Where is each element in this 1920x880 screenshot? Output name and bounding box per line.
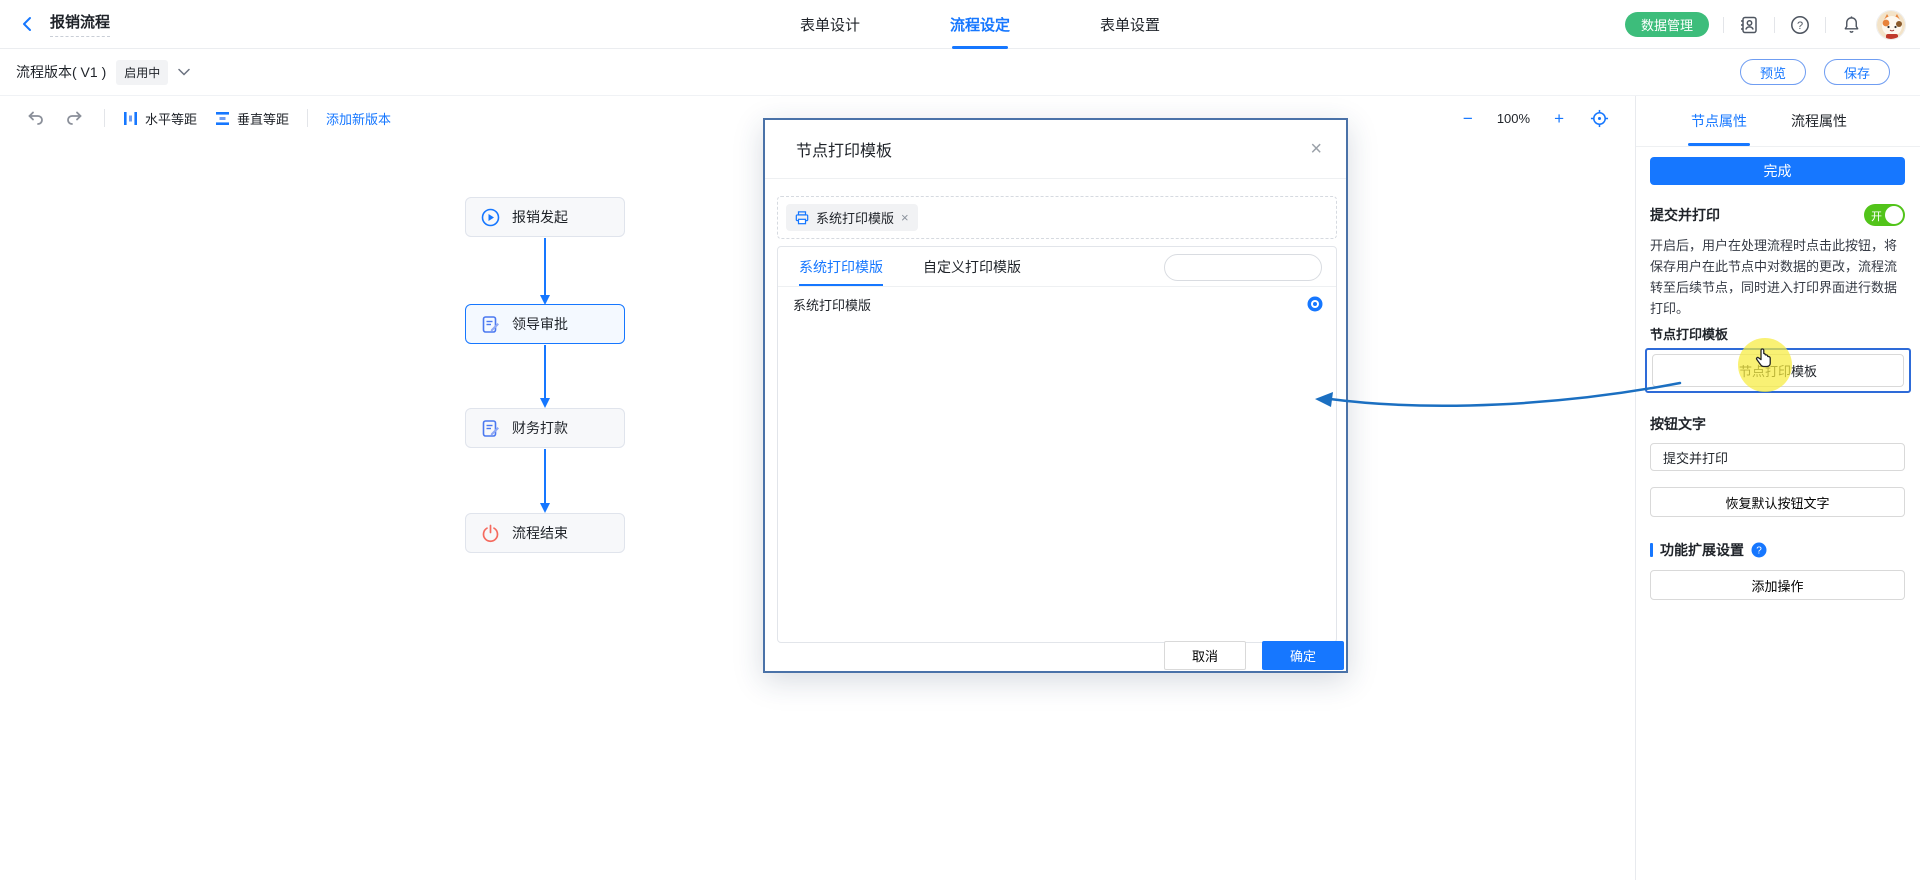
node-template-button[interactable]: 节点打印模板 xyxy=(1652,354,1904,387)
button-text-input[interactable] xyxy=(1650,443,1905,471)
play-icon xyxy=(481,208,500,226)
confirm-button[interactable]: 确定 xyxy=(1262,641,1344,670)
toggle-on-text: 开 xyxy=(1871,211,1882,223)
question-circle-icon[interactable]: ? xyxy=(1751,542,1767,558)
flow-version-label: 流程版本( V1 ) xyxy=(16,64,107,80)
data-manage-button[interactable]: 数据管理 xyxy=(1624,12,1709,37)
submit-print-description: 开启后，用户在处理流程时点击此按钮，将保存用户在此节点中对数据的更改，流程流转至… xyxy=(1650,238,1898,316)
doc-edit-icon xyxy=(482,315,499,333)
button-text-label: 按钮文字 xyxy=(1650,416,1706,432)
flow-node-label: 领导审批 xyxy=(512,316,568,332)
preview-button[interactable]: 预览 xyxy=(1739,59,1806,85)
redo-icon[interactable] xyxy=(64,107,86,129)
flow-node-end[interactable]: 流程结束 xyxy=(465,513,625,553)
template-chip-label: 系统打印模版 xyxy=(816,211,895,226)
template-list-item-label: 系统打印模版 xyxy=(793,297,872,313)
divider xyxy=(1774,16,1775,33)
annotation-arrow xyxy=(1315,381,1682,407)
node-template-section-label: 节点打印模板 xyxy=(1650,327,1729,342)
close-icon[interactable]: × xyxy=(1310,138,1322,160)
dialog-title: 节点打印模板 xyxy=(796,143,893,160)
submit-print-label: 提交并打印 xyxy=(1650,207,1720,223)
zoom-level: 100% xyxy=(1496,110,1531,126)
app-header: 报销流程 表单设计 流程设定 表单设置 数据管理 ? xyxy=(0,0,1920,49)
flow-node-finance-pay[interactable]: 财务打款 xyxy=(465,408,625,448)
divider xyxy=(1825,16,1826,33)
selected-templates-box: 系统打印模版 × xyxy=(777,196,1337,239)
printer-icon xyxy=(795,210,809,224)
extension-settings-label: 功能扩展设置 xyxy=(1660,542,1744,558)
template-chip: 系统打印模版 × xyxy=(786,204,918,231)
vertical-spacing-icon xyxy=(216,111,230,125)
undo-icon[interactable] xyxy=(24,107,46,129)
cancel-button[interactable]: 取消 xyxy=(1164,641,1246,670)
tab-flow-properties[interactable]: 流程属性 xyxy=(1791,113,1847,129)
canvas-toolbar: 水平等距 垂直等距 添加新版本 − 100% + xyxy=(0,96,1635,140)
flow-node-leader-approve[interactable]: 领导审批 xyxy=(465,304,625,344)
contacts-icon[interactable] xyxy=(1738,14,1760,36)
vertical-spacing-label: 垂直等距 xyxy=(237,111,290,127)
status-badge: 启用中 xyxy=(116,59,169,85)
tab-system-templates-label: 系统打印模版 xyxy=(799,258,883,275)
tab-form-setup[interactable]: 表单设置 xyxy=(1100,17,1161,34)
help-icon[interactable]: ? xyxy=(1789,14,1811,36)
tab-custom-templates[interactable]: 自定义打印模版 xyxy=(923,258,1021,275)
add-version-link[interactable]: 添加新版本 xyxy=(326,111,392,127)
horizontal-spacing-label: 水平等距 xyxy=(145,111,198,127)
flow-node-label: 流程结束 xyxy=(512,525,568,541)
done-button[interactable]: 完成 xyxy=(1650,157,1905,185)
template-list-box: 系统打印模版 自定义打印模版 系统打印模版 xyxy=(777,246,1337,643)
divider xyxy=(1723,16,1724,33)
node-template-highlight: 节点打印模板 xyxy=(1645,348,1911,393)
vertical-spacing-button[interactable]: 垂直等距 xyxy=(215,109,289,128)
version-bar: 流程版本( V1 ) 启用中 预览 保存 xyxy=(0,49,1920,96)
submit-print-toggle[interactable]: 开 xyxy=(1864,204,1905,226)
toggle-knob xyxy=(1885,206,1903,224)
avatar[interactable] xyxy=(1876,9,1906,40)
add-action-button[interactable]: 添加操作 xyxy=(1650,570,1905,600)
tab-system-templates[interactable]: 系统打印模版 xyxy=(799,247,883,286)
doc-edit-icon xyxy=(482,419,499,437)
main-tabs: 表单设计 流程设定 表单设置 xyxy=(800,0,1160,49)
tab-node-properties[interactable]: 节点属性 xyxy=(1691,96,1747,146)
horizontal-spacing-icon xyxy=(124,111,137,125)
flow-node-label: 报销发起 xyxy=(512,209,568,225)
power-icon xyxy=(482,524,499,542)
notification-bell-icon[interactable] xyxy=(1840,14,1862,36)
tab-node-properties-label: 节点属性 xyxy=(1691,113,1747,129)
svg-text:?: ? xyxy=(1756,546,1762,557)
back-icon[interactable] xyxy=(20,15,38,33)
divider xyxy=(307,109,309,127)
reset-button-text-button[interactable]: 恢复默认按钮文字 xyxy=(1650,487,1905,517)
flow-node-start[interactable]: 报销发起 xyxy=(465,197,625,237)
node-print-template-dialog: 节点打印模板 × 系统打印模版 × 系统打印模版 自定义打印模版 系统打印模版 … xyxy=(763,118,1348,673)
divider xyxy=(104,109,105,127)
properties-panel: 节点属性 流程属性 完成 提交并打印 开 开启后，用户在处理流程时点击此按钮，将… xyxy=(1635,96,1920,880)
zoom-out-button[interactable]: − xyxy=(1462,108,1473,128)
flow-node-label: 财务打款 xyxy=(512,420,568,436)
template-search xyxy=(1164,254,1337,281)
tab-form-design[interactable]: 表单设计 xyxy=(800,17,861,34)
flow-connectors xyxy=(540,238,550,513)
zoom-in-button[interactable]: + xyxy=(1554,108,1564,128)
chip-close-icon[interactable]: × xyxy=(901,210,909,225)
section-accent-bar xyxy=(1650,543,1653,557)
page-title[interactable]: 报销流程 xyxy=(50,11,111,37)
tab-flow-setting[interactable]: 流程设定 xyxy=(950,0,1010,49)
save-button[interactable]: 保存 xyxy=(1823,59,1890,85)
horizontal-spacing-button[interactable]: 水平等距 xyxy=(123,109,197,128)
radio-selected-icon[interactable] xyxy=(1307,296,1323,312)
template-list-item[interactable]: 系统打印模版 xyxy=(778,287,1336,321)
chevron-down-icon[interactable] xyxy=(178,63,190,81)
svg-text:?: ? xyxy=(1797,20,1803,32)
fit-view-icon[interactable] xyxy=(1588,107,1610,129)
tab-flow-setting-label: 流程设定 xyxy=(950,17,1011,34)
search-input[interactable] xyxy=(1165,260,1337,275)
